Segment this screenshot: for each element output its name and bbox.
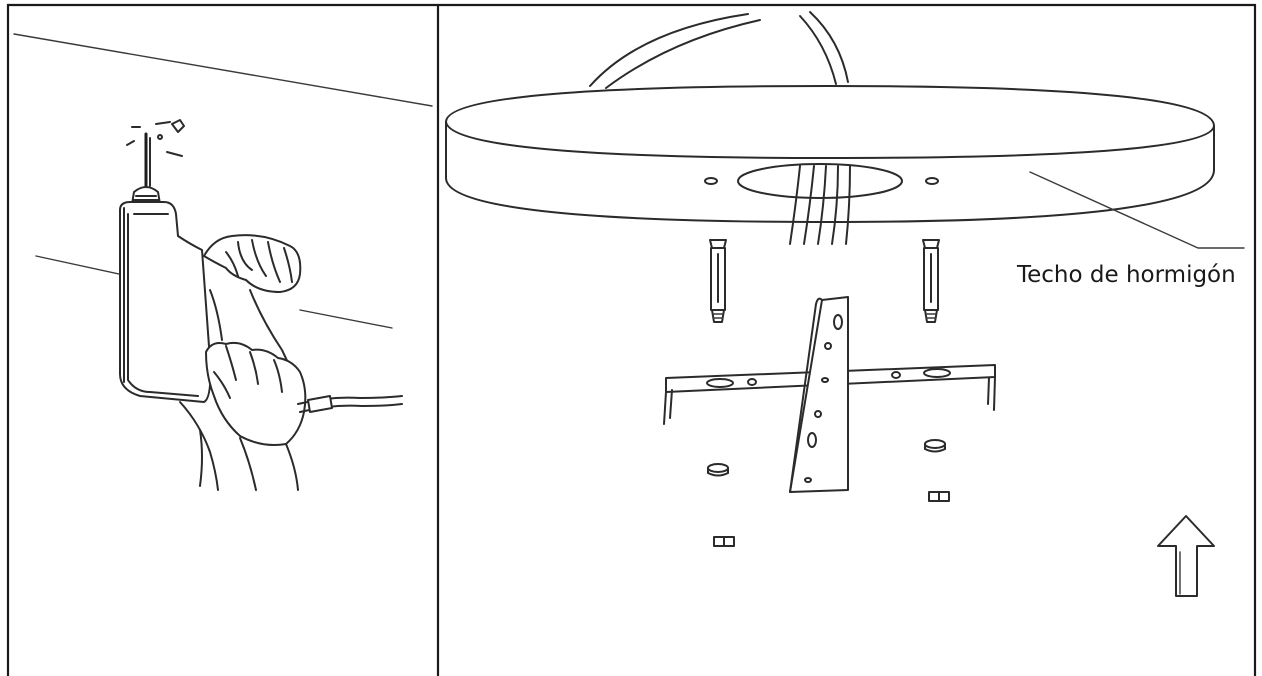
nut-left: [713, 536, 735, 547]
upper-hand: [203, 234, 302, 393]
drill-cord: [297, 395, 403, 413]
screw-hole-left: [704, 177, 718, 185]
lower-hand: [205, 341, 307, 446]
wall-line-right: [299, 309, 393, 329]
ceiling-fixture: [445, 85, 1215, 223]
forearms: [179, 401, 299, 491]
drill-body: [119, 201, 212, 403]
center-cable-hole: [737, 163, 903, 199]
ceiling-edge-line: [13, 33, 433, 107]
cross-mounting-bracket: [663, 296, 996, 493]
right-panel-mounting: Techo de hormigón: [445, 11, 1245, 597]
drill-bit: [144, 132, 151, 188]
ceiling-label: Techo de hormigón: [1016, 262, 1236, 288]
washer-right: [924, 439, 946, 453]
up-arrow-icon: [1157, 515, 1215, 597]
wall-anchor-right: [922, 239, 940, 323]
drill-dust-icon: [126, 119, 185, 157]
wall-line-left: [35, 255, 129, 277]
ceiling-leader-line: [1029, 171, 1245, 249]
drill-chuck: [131, 186, 161, 205]
nut-right: [928, 491, 950, 502]
cable-bundle: [789, 165, 851, 245]
washer-left: [707, 463, 729, 477]
screw-hole-right: [925, 177, 939, 185]
fixture-wires: [589, 11, 849, 89]
wall-anchor-left: [709, 239, 727, 323]
left-panel-drilling: [13, 33, 433, 491]
panel-frame: [6, 3, 1257, 676]
